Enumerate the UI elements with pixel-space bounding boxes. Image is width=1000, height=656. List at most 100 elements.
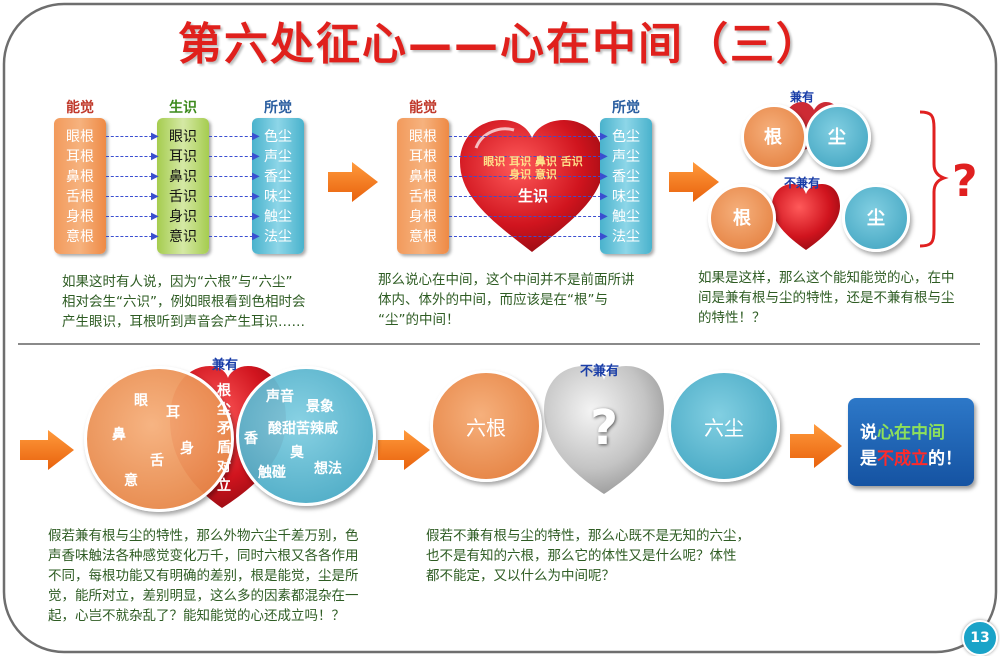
list-item: 意识 <box>169 229 197 245</box>
header-faculty: 能觉 <box>66 100 94 116</box>
root-eye-text: 眼 <box>134 393 148 409</box>
arrow-right-icon <box>378 430 430 470</box>
panel2-caption: 那么说心在中间，这个中间并不是前面所讲体内、体外的中间，而应该是在“根”与“尘”… <box>378 272 635 328</box>
list-item: 舌识 <box>169 189 197 205</box>
dusts-circle <box>236 366 376 506</box>
question-mark-icon: ? <box>590 400 618 456</box>
conclusion-not-valid: 不成立 <box>877 449 928 469</box>
list-item: 鼻根 <box>409 169 437 185</box>
arrowhead-icon: ▶ <box>252 191 260 202</box>
section-divider <box>18 343 980 345</box>
arrow-right-icon <box>790 424 842 468</box>
contradiction-char: 盾 <box>217 440 231 456</box>
dust-odor-text: 臭 <box>290 445 304 461</box>
list-item: 耳识 <box>169 149 197 165</box>
neither-label: 不兼有 <box>580 364 620 379</box>
list-item: 声尘 <box>612 149 640 165</box>
arrow-right-icon <box>669 162 719 202</box>
heart-shape <box>544 366 664 494</box>
list-item: 身根 <box>66 209 94 225</box>
list-item: 耳根 <box>66 149 94 165</box>
list-item: 法尘 <box>264 229 292 245</box>
arrowhead-icon: ▶ <box>600 171 608 182</box>
connector-line <box>106 136 157 137</box>
header-object: 所觉 <box>264 100 292 116</box>
list-item: 香尘 <box>612 169 640 185</box>
connector-line <box>106 156 157 157</box>
list-item: 眼识 <box>169 129 197 145</box>
dust-circle <box>842 184 910 252</box>
connector-line <box>106 236 157 237</box>
connector-line <box>449 196 606 197</box>
list-item: 身根 <box>409 209 437 225</box>
conclusion-is: 是 <box>860 449 877 469</box>
arrowhead-icon: ▶ <box>600 211 608 222</box>
faculty-column <box>397 118 449 254</box>
arrowhead-icon: ▶ <box>252 211 260 222</box>
arrowhead-icon: ▶ <box>252 131 260 142</box>
conclusion-mind-in-middle: 心在中间 <box>877 423 945 443</box>
header-consciousness: 生识 <box>169 100 197 116</box>
list-item: 味尘 <box>264 189 292 205</box>
arrowhead-icon: ▶ <box>252 231 260 242</box>
root-body-text: 身 <box>180 441 194 457</box>
object-column <box>252 118 304 254</box>
heart-shape <box>772 184 840 250</box>
dust-circle <box>805 104 871 170</box>
list-item: 香尘 <box>264 169 292 185</box>
connector-line <box>449 236 606 237</box>
conclusion-say: 说 <box>860 423 877 443</box>
roots-circle <box>84 366 234 512</box>
arrowhead-icon: ▶ <box>151 151 159 162</box>
arrowhead-icon: ▶ <box>151 231 159 242</box>
header-faculty: 能觉 <box>409 100 437 116</box>
contradiction-char: 根 <box>217 383 231 399</box>
arrowhead-icon: ▶ <box>252 151 260 162</box>
arrowhead-icon: ▶ <box>151 191 159 202</box>
heart-center-text: 生识 <box>517 186 548 205</box>
connector-line <box>209 236 258 237</box>
dust-sound-text: 声音 <box>266 389 294 405</box>
six-dusts-text: 六尘 <box>704 416 744 440</box>
six-roots-text: 六根 <box>466 416 506 440</box>
arrowhead-icon: ▶ <box>252 171 260 182</box>
list-item: 意根 <box>409 229 437 245</box>
dust-thought-text: 想法 <box>314 461 342 477</box>
arrow-right-icon <box>328 162 378 202</box>
header-object: 所觉 <box>612 100 640 116</box>
list-item: 意根 <box>66 229 94 245</box>
connector-line <box>449 216 606 217</box>
connector-line <box>106 176 157 177</box>
root-circle <box>708 184 776 252</box>
heart-shape <box>460 120 604 252</box>
root-ear-text: 耳 <box>166 405 180 421</box>
heart-labels: 眼识 耳识 鼻识 舌识 身识 意识 生识 <box>478 135 588 225</box>
contradiction-char: 立 <box>217 478 231 494</box>
list-item: 触尘 <box>612 209 640 225</box>
arrowhead-icon: ▶ <box>600 151 608 162</box>
list-item: 色尘 <box>612 129 640 145</box>
arrow-right-icon <box>20 430 74 470</box>
contradiction-char: 矛 <box>217 421 231 437</box>
connector-line <box>209 216 258 217</box>
list-item: 鼻识 <box>169 169 197 185</box>
consciousness-column <box>157 118 209 254</box>
connector-line <box>209 176 258 177</box>
connector-line <box>209 136 258 137</box>
six-dusts-circle <box>668 370 780 482</box>
root-text: 根 <box>764 127 782 148</box>
list-item: 身识 <box>169 209 197 225</box>
panel4-caption: 假若兼有根与尘的特性，那么外物六尘千差万别，色声香味触法各种感觉变化万千，同时六… <box>48 528 359 624</box>
connector-line <box>449 156 606 157</box>
dust-text: 尘 <box>867 208 885 229</box>
connector-line <box>106 216 157 217</box>
dust-sight-text: 景象 <box>306 399 334 415</box>
both-label: 兼有 <box>212 358 239 373</box>
arrowhead-icon: ▶ <box>600 191 608 202</box>
list-item: 味尘 <box>612 189 640 205</box>
conclusion-box: 说心在中间 是不成立的！ <box>848 398 974 486</box>
list-item: 眼根 <box>409 129 437 145</box>
arrowhead-icon: ▶ <box>151 171 159 182</box>
dust-fragrance-text: 香 <box>244 431 258 447</box>
neither-label: 不兼有 <box>784 176 821 190</box>
